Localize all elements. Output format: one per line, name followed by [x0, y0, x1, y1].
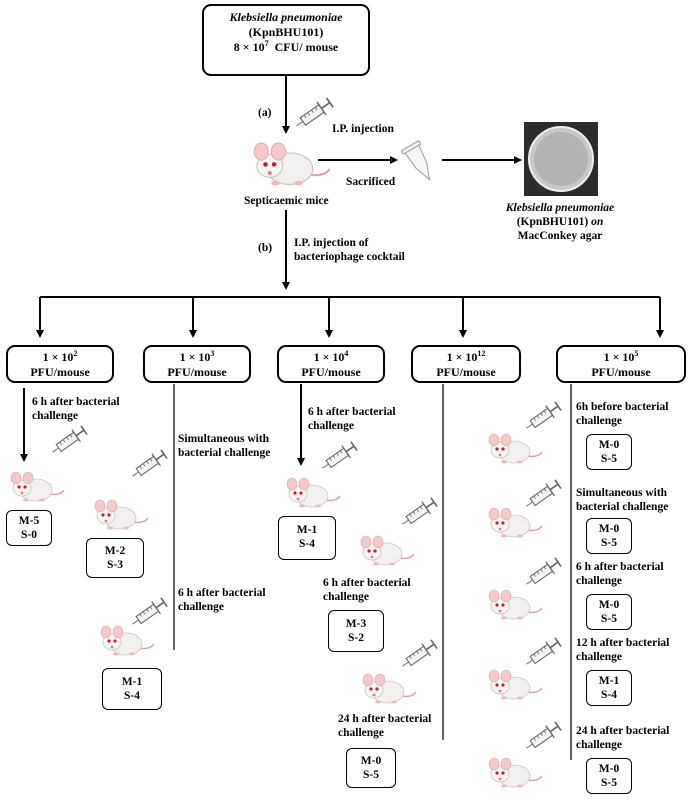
- dose-box-2: 1 × 103 PFU/mouse: [143, 345, 251, 383]
- petri-plate-image: [524, 122, 598, 196]
- dose-box-5: 1 × 105 PFU/mouse: [556, 345, 686, 383]
- syringe-icon: [318, 440, 362, 472]
- mouse-image: [88, 494, 148, 534]
- step-b-label: (b): [258, 242, 273, 254]
- mouse-image: [4, 466, 64, 506]
- mouse-image: [482, 584, 542, 624]
- step-a-label: (a): [258, 107, 272, 119]
- mouse-image: [354, 530, 414, 570]
- syringe-icon: [522, 720, 566, 752]
- mouse-image: [482, 502, 542, 542]
- dose-box-1: 1 × 102 PFU/mouse: [6, 345, 114, 383]
- mouse-image: [356, 668, 416, 708]
- inoculum-dose: 8 × 107 CFU/ mouse: [233, 39, 339, 55]
- mouse-image: [482, 752, 542, 792]
- septicaemic-mice-label: Septicaemic mice: [244, 195, 329, 207]
- syringe-icon: [48, 424, 92, 456]
- septicaemic-mouse-image: [244, 134, 330, 192]
- dose-box-3: 1 × 104 PFU/mouse: [277, 345, 385, 383]
- ip-injection-label: I.P. injection: [332, 123, 394, 135]
- inoculum-box: Klebsiella pneumoniae (KpnBHU101) 8 × 10…: [202, 4, 370, 76]
- inoculum-strain: (KpnBHU101): [248, 25, 324, 39]
- mouse-image: [94, 620, 154, 660]
- microcentrifuge-tube-icon: [400, 140, 431, 181]
- syringe-icon: [398, 496, 442, 528]
- phage-injection-label: I.P. injection of bacteriophage cocktail: [294, 237, 405, 263]
- syringe-icon: [398, 638, 442, 670]
- mouse-image: [280, 472, 340, 512]
- sacrificed-label: Sacrificed: [346, 176, 396, 188]
- mouse-image: [482, 428, 542, 468]
- syringe-icon: [128, 448, 172, 480]
- inoculum-species: Klebsiella pneumoniae: [229, 10, 343, 24]
- plate-caption: Klebsiella pneumoniae (KpnBHU101) on Mac…: [505, 202, 615, 242]
- dose-box-4: 1 × 1012 PFU/mouse: [411, 345, 521, 383]
- mouse-image: [482, 664, 542, 704]
